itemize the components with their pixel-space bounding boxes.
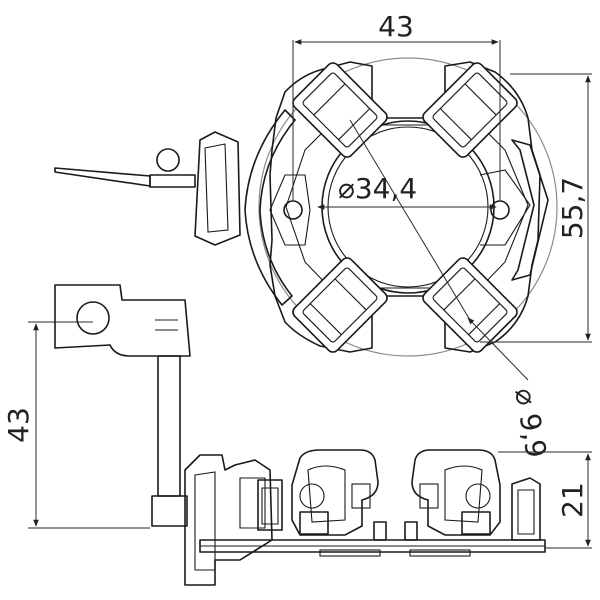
bottom-brush-box-right	[411, 449, 501, 536]
bottom-view	[184, 449, 546, 586]
dimension-side-length: 43	[2, 321, 150, 529]
outer-circle	[258, 57, 558, 357]
dim-side-length-label: 43	[2, 407, 35, 443]
side-clip-right	[511, 477, 541, 541]
terminal-hole	[76, 301, 110, 335]
dim-bottom-height-label: 21	[556, 482, 589, 518]
right-spring-clip	[511, 139, 549, 281]
dimension-height-right: 55,7	[480, 73, 592, 343]
dimension-inner-diameter: ⌀34,4	[317, 119, 497, 321]
terminal-lead-foot	[151, 495, 188, 527]
side-connector	[184, 454, 273, 586]
dim-hole-diameter-label: ⌀ 9,9	[508, 385, 553, 460]
dimension-bottom-height: 21	[498, 451, 592, 549]
base-plate	[269, 61, 541, 353]
brush-box-top-right	[422, 62, 518, 158]
brush-box-bottom-left	[292, 257, 388, 353]
terminal-lead	[157, 355, 181, 497]
bottom-brush-box-left	[291, 449, 379, 536]
mounting-hole-left	[269, 174, 311, 246]
dim-height-right-label: 55,7	[556, 177, 589, 239]
dim-top-width-label: 43	[378, 10, 414, 43]
dim-inner-diameter-label: ⌀34,4	[338, 172, 417, 205]
left-arc-guard	[244, 109, 296, 306]
brush-box-top-left	[292, 62, 388, 158]
brush-box-bottom-right	[422, 257, 518, 353]
terminal-connector	[54, 131, 241, 246]
mounting-hole-right	[479, 169, 531, 246]
side-view-terminal	[54, 284, 191, 527]
dimension-top-width: 43	[292, 10, 501, 200]
terminal-tab	[54, 284, 191, 357]
